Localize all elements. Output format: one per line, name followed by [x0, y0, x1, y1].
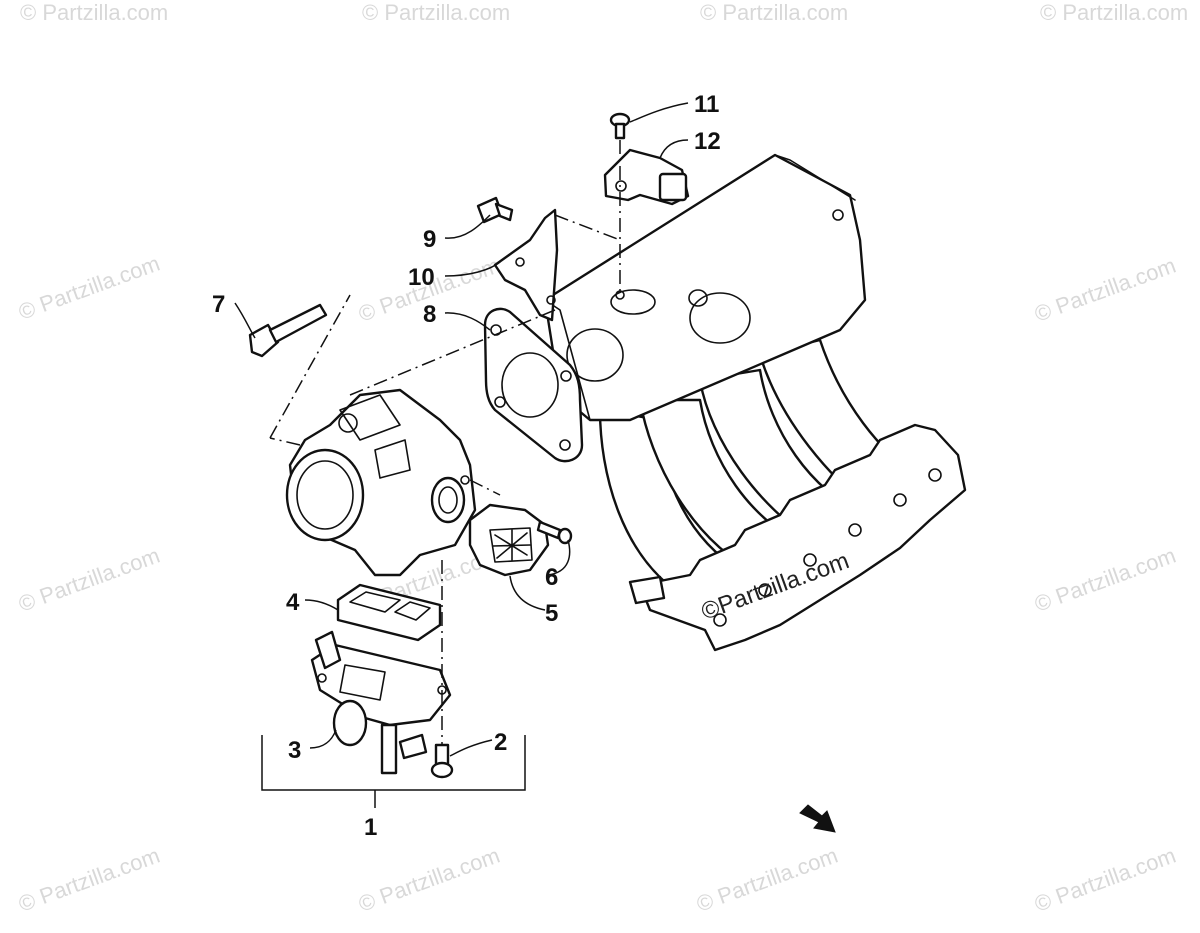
callout-11: 11 — [694, 91, 719, 118]
assembly-1-bracket — [261, 735, 526, 791]
screw-6 — [536, 520, 573, 545]
callout-9: 9 — [423, 226, 436, 253]
watermark: © Partzilla.com — [1031, 843, 1179, 917]
watermark: © Partzilla.com — [1040, 0, 1188, 25]
callout-1: 1 — [364, 814, 377, 841]
callout-6: 6 — [545, 564, 558, 591]
watermark: © Partzilla.com — [1031, 543, 1179, 617]
callout-8: 8 — [423, 301, 436, 328]
map-sensor-12 — [603, 148, 690, 206]
bolt-7 — [248, 303, 328, 358]
callout-3: 3 — [288, 737, 301, 764]
gasket-8 — [483, 307, 584, 463]
bolt-9 — [476, 196, 514, 224]
callout-2: 2 — [494, 729, 507, 756]
arrow-down-right-icon — [799, 804, 836, 833]
watermark: © Partzilla.com — [15, 543, 163, 617]
callout-10: 10 — [408, 264, 435, 291]
leader-lines — [234, 102, 689, 757]
bracket-10 — [493, 208, 559, 322]
watermark: © Partzilla.com — [693, 843, 841, 917]
watermark: © Partzilla.com — [20, 0, 168, 25]
watermark-layer: © Partzilla.com © Partzilla.com © Partzi… — [15, 0, 1188, 917]
throttle-position-sensor-5 — [468, 503, 550, 577]
assembly-lines — [269, 140, 621, 745]
throttle-body — [285, 388, 477, 577]
watermark: © Partzilla.com — [355, 843, 503, 917]
callout-12: 12 — [694, 128, 721, 155]
screw-11 — [609, 112, 631, 140]
callouts: 1 2 3 4 5 6 7 8 9 10 11 12 — [212, 91, 721, 841]
callout-5: 5 — [545, 600, 558, 627]
screw-2 — [430, 743, 454, 779]
watermark: © Partzilla.com — [1031, 253, 1179, 327]
idle-air-control-valve-3 — [310, 630, 452, 775]
watermark: © Partzilla.com — [700, 0, 848, 25]
watermark: © Partzilla.com — [362, 0, 510, 25]
intake-manifold — [543, 153, 967, 652]
gasket-4 — [336, 583, 442, 642]
watermark: © Partzilla.com — [15, 251, 163, 325]
callout-7: 7 — [212, 291, 225, 318]
callout-4: 4 — [286, 589, 300, 616]
watermark: © Partzilla.com — [15, 843, 163, 917]
